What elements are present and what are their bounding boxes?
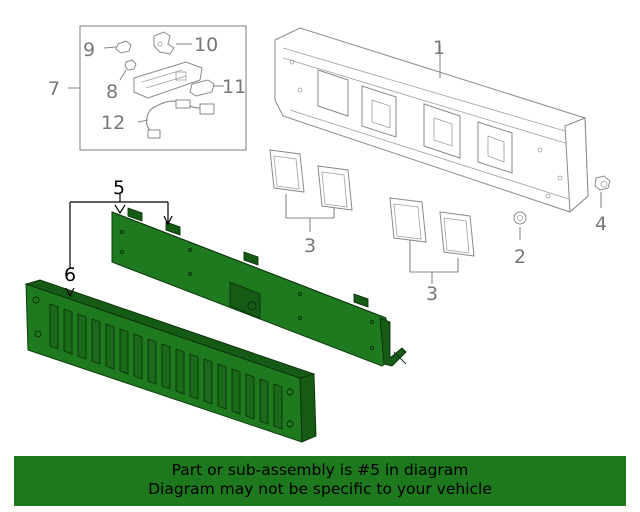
louver-slots <box>49 303 283 430</box>
part-11-switch <box>189 79 224 97</box>
callout-6-leader <box>65 287 75 298</box>
callout-4[interactable]: 4 <box>595 213 607 235</box>
callout-11[interactable]: 11 <box>222 76 246 98</box>
part-2-grommet <box>513 211 527 240</box>
parts-diagram: 7 9 10 8 11 <box>24 25 611 443</box>
callout-5-leader <box>69 194 173 268</box>
part-10-bracket <box>153 31 192 55</box>
part-6-outer-panel[interactable] <box>24 279 317 443</box>
banner-line-2: Diagram may not be specific to your vehi… <box>148 480 492 498</box>
callout-6[interactable]: 6 <box>64 264 76 286</box>
callout-9[interactable]: 9 <box>83 39 95 61</box>
callout-7[interactable]: 7 <box>48 78 60 100</box>
part-3-covers-upper <box>269 149 353 232</box>
callout-2[interactable]: 2 <box>514 246 526 268</box>
part-4-bolt <box>594 175 611 208</box>
callout-8[interactable]: 8 <box>106 81 118 103</box>
callout-12[interactable]: 12 <box>101 112 125 134</box>
banner-line-1: Part or sub-assembly is #5 in diagram <box>171 461 469 479</box>
info-banner: Part or sub-assembly is #5 in diagram Di… <box>14 456 626 506</box>
part-5-inner-panel[interactable] <box>111 207 407 367</box>
part-3-covers-lower <box>389 197 475 284</box>
callout-1[interactable]: 1 <box>433 37 445 59</box>
part-9-clip <box>103 40 132 54</box>
callout-10[interactable]: 10 <box>194 34 218 56</box>
inset-box: 7 9 10 8 11 <box>48 25 247 151</box>
callout-3a[interactable]: 3 <box>304 235 316 257</box>
part-8-bolt <box>119 59 137 81</box>
part-1-tailgate-frame <box>274 27 589 214</box>
handle-assembly <box>133 61 203 99</box>
part-12-harness <box>137 99 215 139</box>
callout-3b[interactable]: 3 <box>426 283 438 305</box>
callout-5[interactable]: 5 <box>113 177 125 199</box>
